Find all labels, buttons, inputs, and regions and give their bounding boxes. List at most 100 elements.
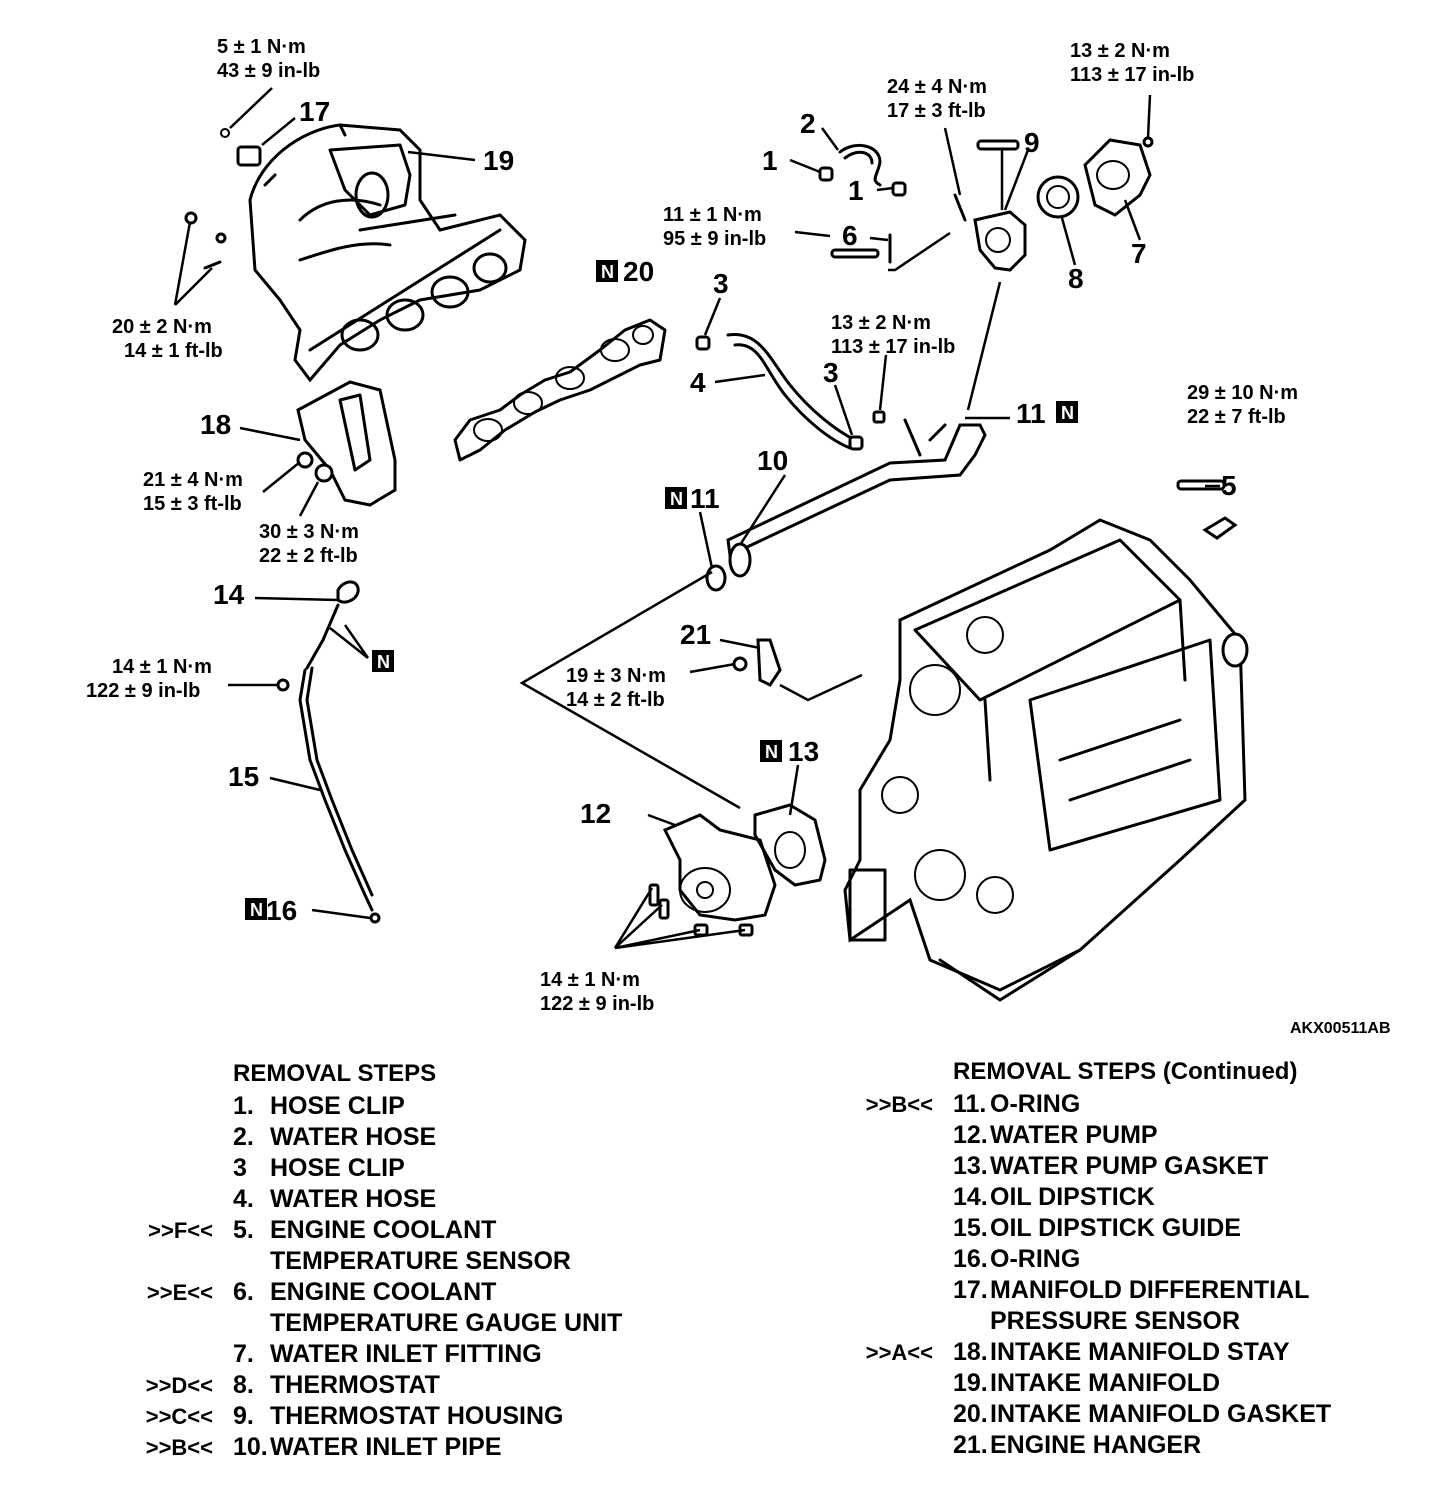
torque-10-line2: 113 ± 17 in-lb [831, 336, 955, 358]
step-number: 17. [953, 1276, 988, 1304]
torque-labels: 5 ± 1 N·m 43 ± 9 in-lb 20 ± 2 N·m 14 ± 1… [86, 36, 1298, 1015]
step-row: 14.OIL DIPSTICK [953, 1182, 1331, 1213]
coolant-gauge-unit-drawing [830, 233, 892, 264]
step-label: WATER HOSE [270, 1123, 437, 1151]
step-row: >>C<<9.THERMOSTAT HOUSING [146, 1401, 622, 1432]
callout-13: 13 [788, 736, 819, 767]
thermostat-housing-drawing [888, 139, 1027, 272]
callout-16: 16 [266, 895, 297, 926]
step-number: 16. [953, 1245, 988, 1273]
callout-14: 14 [213, 579, 245, 610]
step-number: 8. [233, 1371, 254, 1399]
step-procedure-code: >>F<< [148, 1218, 213, 1243]
step-number: 13. [953, 1152, 988, 1180]
step-number: 15. [953, 1214, 988, 1242]
step-label: WATER INLET PIPE [270, 1433, 502, 1461]
step-label: WATER PUMP [990, 1121, 1158, 1149]
step-label: HOSE CLIP [270, 1092, 405, 1120]
callout-8: 8 [1068, 263, 1084, 294]
callout-21: 21 [680, 619, 711, 650]
step-row: 12.WATER PUMP [953, 1120, 1331, 1151]
step-procedure-code: >>B<< [865, 1092, 933, 1117]
step-row: TEMPERATURE GAUGE UNIT [233, 1308, 622, 1339]
step-row: TEMPERATURE SENSOR [233, 1246, 622, 1277]
step-label: THERMOSTAT HOUSING [270, 1402, 564, 1430]
step-procedure-code: >>D<< [145, 1373, 213, 1398]
callout-17: 17 [299, 96, 330, 127]
torque-15-line1: 14 ± 1 N·m [112, 656, 212, 678]
torque-18b-line1: 30 ± 3 N·m [259, 521, 359, 543]
map-sensor-drawing [220, 128, 262, 167]
torque-manifold-line1: 20 ± 2 N·m [112, 316, 212, 338]
engine-hanger-drawing [732, 638, 782, 687]
step-label: ENGINE COOLANT [270, 1216, 497, 1244]
water-pump-gasket-drawing [753, 803, 827, 887]
torque-12-line1: 14 ± 1 N·m [540, 969, 640, 991]
step-row: 17.MANIFOLD DIFFERENTIAL [953, 1275, 1331, 1306]
step-procedure-code: >>A<< [865, 1340, 933, 1365]
callout-10: 10 [757, 445, 788, 476]
step-number: 7. [233, 1340, 254, 1368]
callout-numbers: 1 1 2 3 3 4 5 6 7 8 9 10 11 11 12 13 14 … [200, 96, 1237, 926]
torque-5-line1: 29 ± 10 N·m [1187, 382, 1298, 404]
step-number: 10. [233, 1433, 268, 1461]
leader-lines [173, 87, 1220, 950]
n-mark-16: N [245, 898, 267, 920]
step-procedure-code: >>B<< [145, 1435, 213, 1460]
torque-6-line1: 11 ± 1 N·m [663, 204, 762, 226]
svg-text:N: N [377, 652, 390, 672]
n-mark-14: N [372, 650, 394, 672]
step-label: WATER PUMP GASKET [990, 1152, 1269, 1180]
torque-5-line2: 22 ± 7 ft-lb [1187, 406, 1286, 428]
step-number: 11. [953, 1090, 987, 1118]
svg-text:N: N [765, 742, 778, 762]
callout-11b: 11 [690, 483, 720, 514]
step-number: 1. [233, 1092, 254, 1120]
svg-text:N: N [601, 262, 614, 282]
callout-3a: 3 [713, 268, 729, 299]
torque-manifold-line2: 14 ± 1 ft-lb [124, 340, 223, 362]
exploded-parts-diagram: 5 ± 1 N·m 43 ± 9 in-lb 20 ± 2 N·m 14 ± 1… [86, 36, 1391, 1037]
callout-9: 9 [1024, 127, 1040, 158]
step-label: INTAKE MANIFOLD STAY [990, 1338, 1290, 1366]
non-reusable-marks: N N N N N N [245, 260, 1078, 920]
callout-1a: 1 [762, 145, 778, 176]
step-label: O-RING [990, 1090, 1081, 1118]
n-mark-11b: N [665, 487, 687, 509]
water-inlet-pipe-drawing [705, 410, 1010, 592]
step-number: 6. [233, 1278, 254, 1306]
step-number: 4. [233, 1185, 254, 1213]
torque-18b-line2: 22 ± 2 ft-lb [259, 545, 358, 567]
step-row: 19.INTAKE MANIFOLD [953, 1368, 1331, 1399]
step-label: INTAKE MANIFOLD GASKET [990, 1400, 1332, 1428]
n-mark-13: N [760, 740, 782, 762]
torque-18a-line2: 15 ± 3 ft-lb [143, 493, 242, 515]
step-row: 20.INTAKE MANIFOLD GASKET [953, 1399, 1331, 1430]
step-number: 14. [953, 1183, 988, 1211]
step-number: 2. [233, 1123, 254, 1151]
step-label: PRESSURE SENSOR [990, 1307, 1241, 1335]
step-label: O-RING [990, 1245, 1081, 1273]
removal-steps-title: REMOVAL STEPS [233, 1060, 437, 1087]
step-row: >>F<<5.ENGINE COOLANT [148, 1215, 622, 1246]
torque-17-line1: 5 ± 1 N·m [217, 36, 306, 58]
torque-7-line1: 13 ± 2 N·m [1070, 40, 1170, 62]
step-row: 1. HOSE CLIP [233, 1091, 622, 1122]
step-number: 3 [233, 1154, 247, 1182]
step-row: 13.WATER PUMP GASKET [953, 1151, 1331, 1182]
removal-steps-continued-title: REMOVAL STEPS (Continued) [953, 1058, 1298, 1085]
n-mark-11a: N [1056, 401, 1078, 423]
callout-1b: 1 [848, 175, 864, 206]
step-number: 18. [953, 1338, 988, 1366]
callout-11a: 11 [1016, 398, 1046, 429]
step-number: 19. [953, 1369, 988, 1397]
oil-dipstick-drawing [276, 580, 381, 924]
removal-steps-continued-list: REMOVAL STEPS (Continued) >>B<<11.O-RING… [866, 1056, 1331, 1461]
water-hose-lower-drawing [695, 333, 864, 451]
callout-3b: 3 [823, 357, 839, 388]
engine-block-drawing [843, 518, 1249, 1002]
step-row: 4.WATER HOSE [233, 1184, 622, 1215]
torque-9-line1: 24 ± 4 N·m [887, 76, 987, 98]
figure-id: AKX00511AB [1290, 1020, 1391, 1037]
step-procedure-code: >>C<< [145, 1404, 213, 1429]
